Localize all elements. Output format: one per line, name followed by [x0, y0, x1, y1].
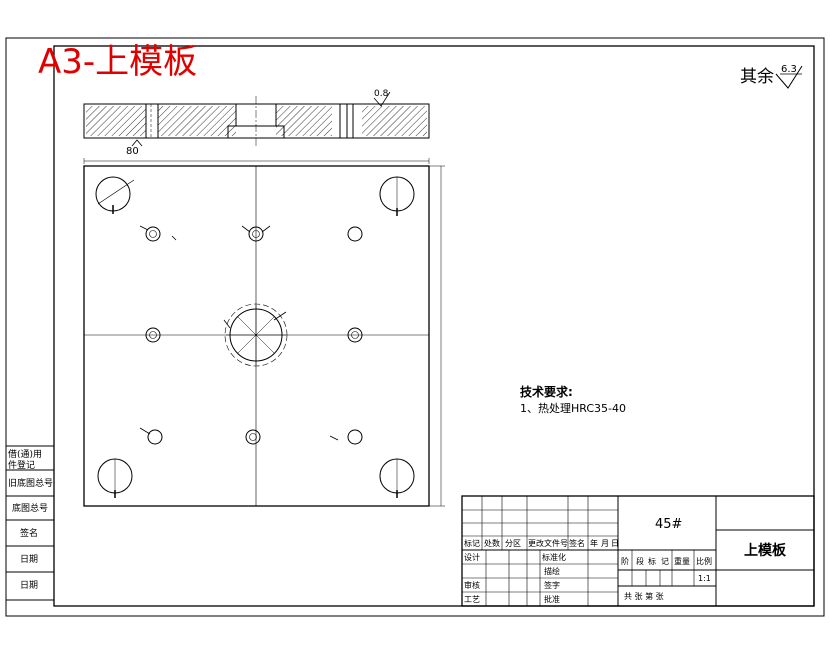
lbl-approve: 批准	[544, 594, 560, 604]
hdr-year: 年	[590, 538, 598, 548]
stage-col-3: 记	[661, 557, 669, 566]
title-stamp: A3-上模板	[38, 42, 197, 82]
part-name: 上模板	[744, 542, 787, 559]
section-dim: 80	[126, 146, 139, 157]
stage-col-1: 段	[636, 556, 644, 566]
roughness-note: 其余 6.3	[740, 64, 803, 89]
hdr-month: 月	[601, 539, 609, 548]
stage-col-5: 比例	[696, 556, 712, 566]
roughness-prefix: 其余	[740, 67, 774, 87]
hdr-day: 日	[611, 539, 619, 548]
lbl-draw: 描绘	[544, 566, 560, 576]
lbl-review: 审核	[464, 580, 480, 590]
stamp-label-3: 底图总号	[12, 502, 48, 514]
sheet-info: 共 张 第 张	[624, 591, 664, 601]
left-stamp-column: 借(通)用 件登记 旧底图总号 底图总号 签名 日期 日期	[5, 445, 55, 601]
stage-col-0: 阶	[621, 556, 629, 566]
lbl-sign: 签字	[544, 580, 560, 590]
lbl-process: 工艺	[464, 595, 480, 604]
plan-view	[83, 158, 445, 507]
section-roughness: 0.8	[374, 89, 389, 99]
section-dim-icon	[131, 139, 143, 147]
material: 45#	[655, 517, 682, 532]
stamp-label-0: 借(通)用	[8, 448, 42, 460]
tech-req-heading: 技术要求:	[520, 384, 573, 399]
roughness-symbol-icon	[775, 65, 803, 89]
stage-col-4: 重量	[674, 556, 690, 566]
title-block: 45# 上模板 标记 处数 分区 更改文件号 签名 年 月 日 设计 标准化 描…	[461, 495, 815, 607]
hdr-sign: 签名	[569, 538, 585, 548]
stamp-label-2: 旧底图总号	[8, 477, 53, 489]
tech-req-item: 1、热处理HRC35-40	[520, 402, 626, 415]
hdr-zone: 分区	[505, 539, 521, 548]
stamp-label-4: 签名	[20, 527, 38, 539]
scale: 1:1	[698, 574, 711, 583]
stage-col-2: 标	[648, 556, 656, 566]
stamp-label-6: 日期	[20, 580, 38, 591]
lbl-design: 设计	[464, 552, 480, 562]
section-view: 0.8 80	[83, 89, 430, 157]
stamp-label-5: 日期	[20, 554, 38, 565]
roughness-value: 6.3	[781, 64, 797, 75]
stamp-label-1: 件登记	[8, 459, 35, 471]
outer-frame	[5, 37, 825, 617]
hdr-count: 处数	[484, 538, 500, 548]
hdr-mark: 标记	[464, 538, 480, 548]
inner-frame	[53, 45, 815, 607]
hdr-doc: 更改文件号	[528, 538, 568, 548]
lbl-standardize: 标准化	[542, 552, 566, 562]
section-roughness-icon	[373, 91, 391, 107]
